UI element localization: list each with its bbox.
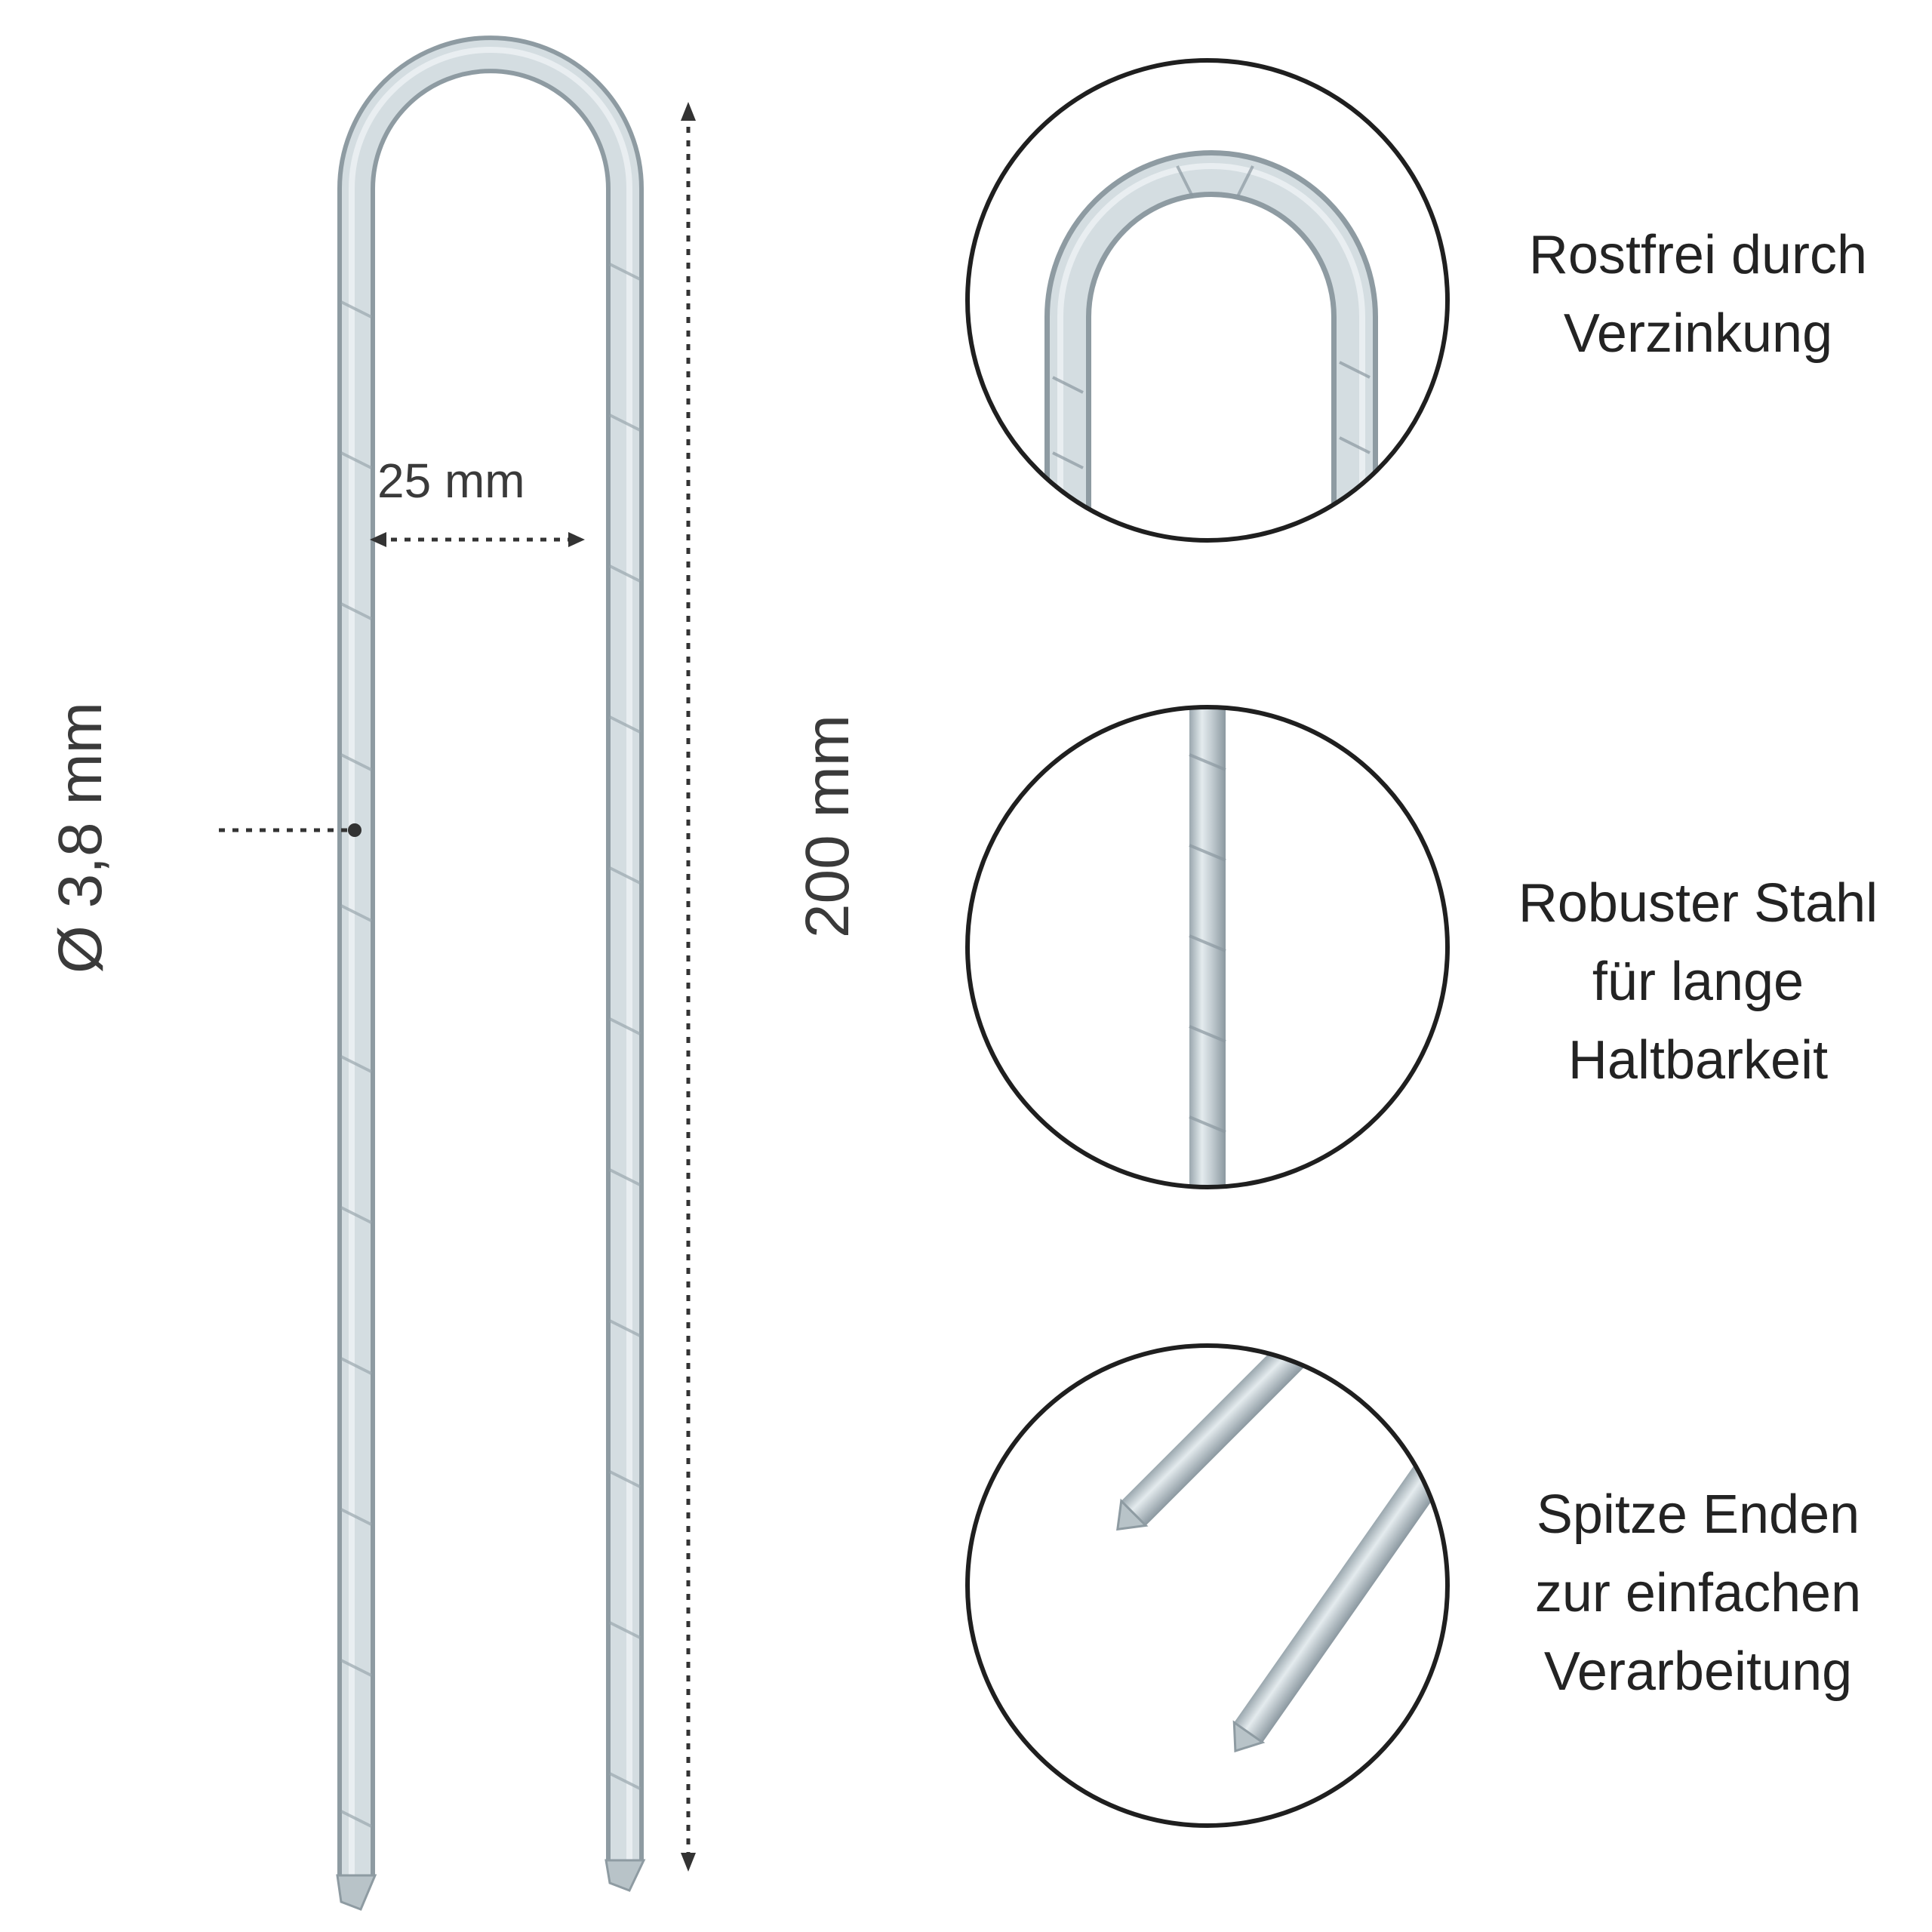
diameter-label: Ø 3,8 mm [46, 702, 115, 974]
width-label: 25 mm [377, 454, 525, 508]
feature-line: Verarbeitung [1543, 1641, 1853, 1702]
feature-line: Haltbarkeit [1567, 1030, 1829, 1091]
staple-pin [336, 35, 646, 1911]
feature-line: für lange [1592, 952, 1804, 1012]
length-dimension-arrow [681, 102, 696, 1872]
feature-line: Spitze Enden [1536, 1484, 1860, 1545]
width-dimension-arrow [370, 532, 585, 547]
feature-pointed-ends-text: Spitze Enden zur einfachen Verarbeitung [1457, 1475, 1932, 1711]
detail-circle-bend [965, 58, 1450, 543]
feature-rust-free-text: Rostfrei durch Verzinkung [1457, 216, 1932, 373]
detail-circle-rod [965, 705, 1450, 1189]
feature-line: Robuster Stahl [1518, 873, 1878, 934]
detail-circle-tips [965, 1343, 1450, 1828]
feature-line: Rostfrei durch [1528, 225, 1868, 285]
diameter-leader-line [219, 823, 361, 837]
feature-robust-steel-text: Robuster Stahl für lange Haltbarkeit [1457, 864, 1932, 1100]
feature-line: zur einfachen [1534, 1563, 1862, 1623]
feature-line: Verzinkung [1563, 303, 1833, 364]
length-label: 200 mm [793, 714, 862, 939]
